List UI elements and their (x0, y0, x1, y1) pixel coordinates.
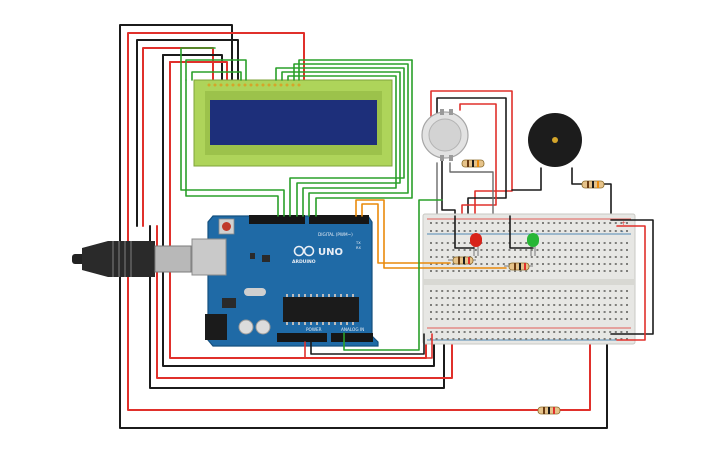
board-logo-text: ARDUINO (292, 259, 316, 265)
header-digital-high (249, 215, 305, 224)
arduino-logo (293, 245, 315, 257)
power-header-label: POWER (306, 327, 322, 332)
breadboard-minus-label: - (621, 228, 624, 236)
header-power (277, 333, 327, 342)
board-brand-label: UNO (318, 247, 343, 258)
wire-black-sensor-2[interactable] (441, 159, 456, 217)
resistor-led-green[interactable] (504, 262, 533, 271)
rx-label: RX (356, 246, 361, 250)
wire-black-top-loop[interactable] (119, 24, 233, 223)
wire-red-5v[interactable] (304, 333, 433, 359)
wire-green-lcd-8[interactable] (185, 59, 247, 81)
reset-button-cap (222, 222, 231, 231)
wire-red-rail-right[interactable] (616, 225, 646, 341)
wire-black-buzzer-2[interactable] (571, 167, 612, 217)
arduino-uno-board[interactable]: UNO ARDUINO DIGITAL (PWM~) POWER ANALOG … (191, 215, 379, 347)
wire-green-lcd-5[interactable] (180, 54, 285, 217)
header-digital-low (309, 215, 369, 224)
tx-label: TX (355, 241, 361, 245)
wire-orange-1[interactable] (361, 203, 451, 264)
wire-red-lcd-3[interactable] (156, 225, 453, 379)
wire-black-led[interactable] (509, 215, 534, 249)
wire-black-sensor[interactable] (436, 97, 507, 217)
capacitor-2 (255, 319, 271, 335)
led-red[interactable] (470, 233, 482, 256)
outer-wires (119, 24, 608, 429)
wire-red-lcd-top[interactable] (169, 61, 228, 81)
header-analog (331, 333, 373, 342)
resistor-buzzer[interactable] (581, 180, 605, 189)
resistor-bottom[interactable] (537, 406, 561, 415)
atmega-chip (283, 297, 359, 322)
lcd-display[interactable] (193, 79, 393, 167)
crystal (244, 288, 266, 296)
wire-green-lcd-7[interactable] (185, 79, 279, 217)
wire-red-top-loop[interactable] (127, 32, 305, 223)
wire-green-lcd-2[interactable] (281, 71, 401, 217)
wire-green-lcd-3[interactable] (287, 75, 397, 217)
wire-red-sensor[interactable] (430, 90, 513, 217)
gas-sensor[interactable] (421, 90, 513, 217)
usb-port (191, 238, 227, 276)
power-jack (205, 314, 227, 340)
wire-red-lcd-2[interactable] (142, 47, 214, 227)
breadboard-plus-label: + (621, 220, 626, 227)
wire-green-lcd-11[interactable] (298, 59, 413, 81)
lcd-green-wires (180, 47, 413, 217)
wire-black-lcd-4[interactable] (162, 54, 435, 367)
resistor-led-red[interactable] (448, 256, 476, 265)
lcd-screen (210, 100, 377, 145)
wire-orange-2[interactable] (355, 199, 507, 269)
wire-green-lcd-1[interactable] (275, 67, 405, 217)
wire-black-rail-right[interactable] (610, 219, 654, 335)
wire-black-gnd[interactable] (310, 333, 425, 355)
wire-red-outer[interactable] (127, 221, 591, 411)
analog-header-label: ANALOG IN (341, 327, 364, 332)
resistor-sensor[interactable] (461, 159, 485, 168)
wire-black-outer[interactable] (119, 221, 608, 429)
wire-black-lcd-3[interactable] (149, 225, 445, 389)
wire-green-lcd-9[interactable] (191, 71, 242, 81)
wire-green-lcd-6[interactable] (180, 47, 216, 56)
wire-black-buzzer[interactable] (511, 167, 542, 191)
wire-green-sensor-analog[interactable] (343, 199, 443, 351)
wire-red-sensor-2[interactable] (459, 103, 497, 217)
lcd-pins (207, 83, 301, 87)
wire-green-lcd-10[interactable] (315, 59, 413, 217)
regulator (222, 298, 236, 308)
usb-cable[interactable] (72, 241, 192, 277)
board-to-breadboard-wires (304, 199, 654, 359)
led-green[interactable] (527, 233, 539, 256)
digital-header-label: DIGITAL (PWM~) (318, 232, 353, 237)
wire-red-lcd-4[interactable] (169, 61, 427, 359)
capacitor-1 (238, 319, 254, 335)
piezo-buzzer[interactable] (511, 113, 612, 217)
wire-black-led-2[interactable] (454, 215, 475, 249)
wire-green-lcd-4[interactable] (293, 63, 409, 217)
